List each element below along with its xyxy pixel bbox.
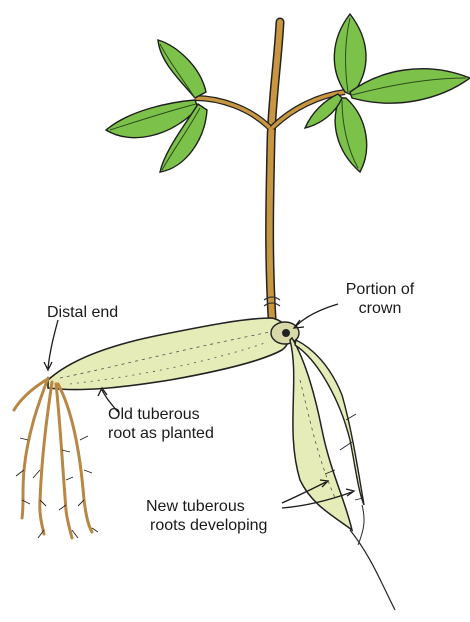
leaf-right-side (350, 69, 470, 103)
label-distal-end-text: Distal end (47, 303, 118, 322)
stem (195, 22, 345, 318)
label-new-roots-line1: New tuberous (146, 497, 267, 516)
label-crown-line2: crown (328, 299, 432, 318)
label-distal-end: Distal end (47, 303, 118, 322)
label-old-tuberous-root: Old tuberous root as planted (108, 405, 214, 443)
label-new-tuberous-roots: New tuberous roots developing (146, 497, 267, 535)
new-tuberous-roots (290, 338, 395, 610)
label-crown-line1: Portion of (328, 280, 432, 299)
label-portion-of-crown: Portion of crown (328, 280, 432, 318)
label-new-roots-line2: roots developing (146, 516, 267, 535)
fibrous-roots (14, 378, 92, 538)
label-old-root-line2: root as planted (108, 424, 214, 443)
leaf-right-lower (335, 98, 366, 172)
label-old-root-line1: Old tuberous (108, 405, 214, 424)
leaf-right-top (334, 14, 366, 95)
leaves (106, 14, 470, 172)
old-tuberous-root (48, 318, 299, 390)
leaf-left-top (158, 40, 206, 98)
fibrous-root-hairs (16, 436, 98, 538)
